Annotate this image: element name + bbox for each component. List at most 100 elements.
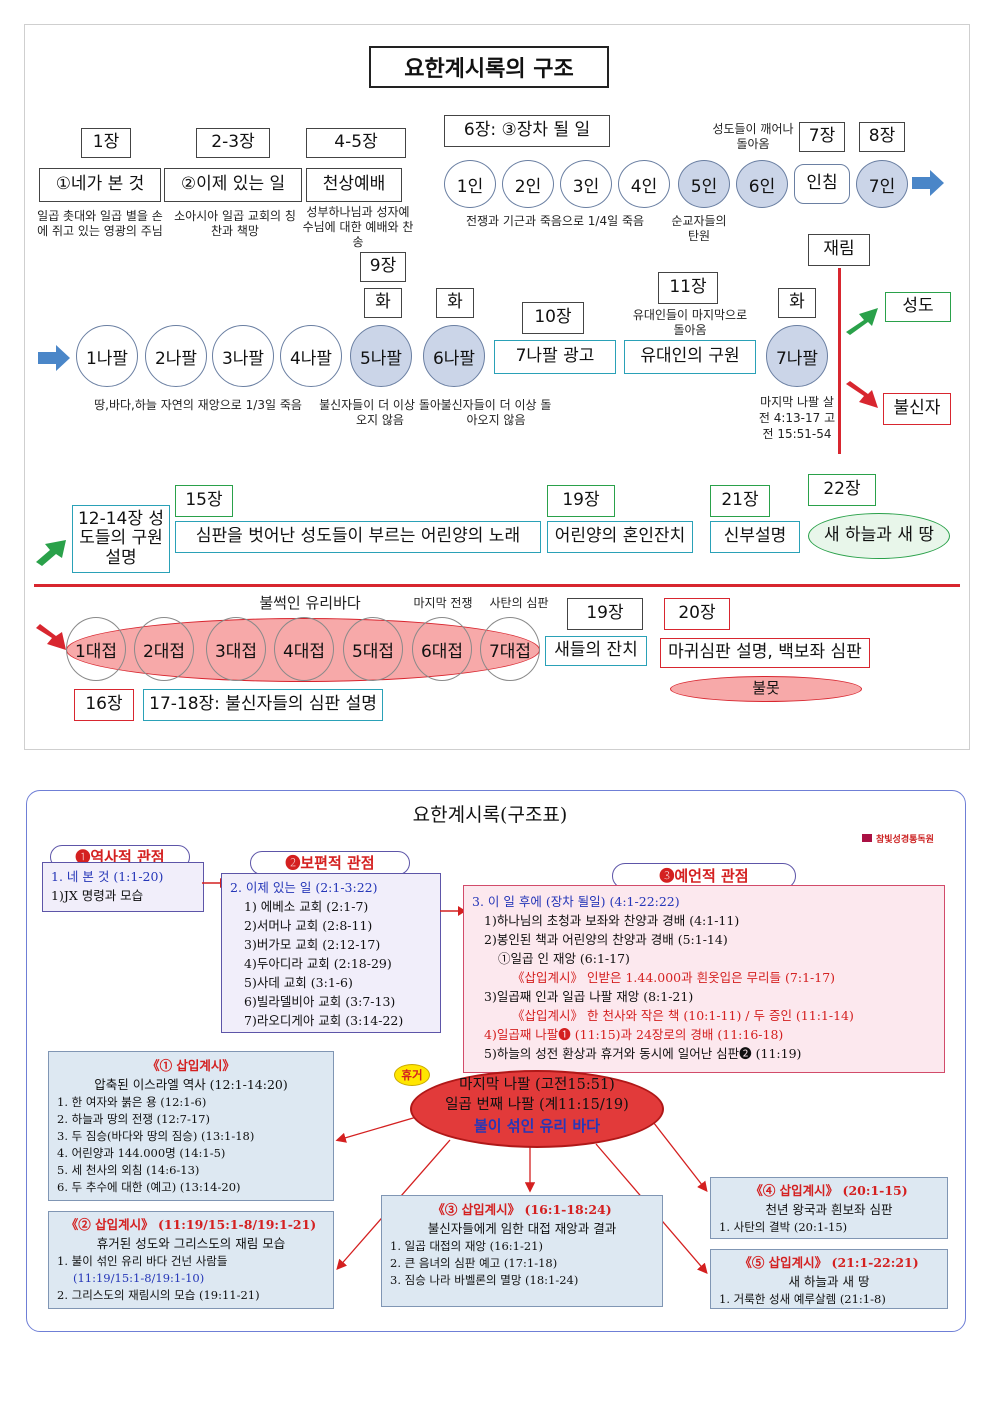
chapter-label-16: 16장 <box>74 689 134 721</box>
insert-revelation-3: 《③ 삽입계시》 (16:1-18:24) 불신자들에게 임한 대접 재앙과 결… <box>381 1195 663 1307</box>
chapter-label-19: 19장 <box>547 485 615 517</box>
box-7th-trumpet-ad: 7나팔 광고 <box>494 340 616 374</box>
box-ch12-14: 12-14장 성도들의 구원 설명 <box>72 505 170 573</box>
i3-head: 《③ 삽입계시》 (16:1-18:24) <box>432 1202 612 1217</box>
note-trumpet-5: 불신자들이 더 이상 돌아오지 않음 <box>319 398 441 427</box>
seal-5: 5인 <box>678 160 730 208</box>
saints-box: 성도 <box>885 292 951 322</box>
chapter-label-6: 6장: ③장차 될 일 <box>444 115 610 147</box>
church-7: 7)라오디게아 교회 (3:14-22) <box>244 1013 404 1028</box>
chapter-label-2-3: 2-3장 <box>196 128 270 158</box>
i1-line-4: 4. 어린양과 144.000명 (14:1-5) <box>57 1146 226 1160</box>
note-martyrs: 순교자들의 탄원 <box>671 214 727 243</box>
trumpet-1: 1나팔 <box>76 325 138 387</box>
i3-line-2: 2. 큰 음녀의 심판 예고 (17:1-18) <box>390 1256 558 1270</box>
center-line-3: 불이 섞인 유리 바다 <box>473 1117 601 1135</box>
center-line-1: 마지막 나팔 (고전15:51) <box>459 1077 615 1093</box>
seal-4: 4인 <box>618 160 670 208</box>
trumpet-7: 7나팔 <box>766 325 828 387</box>
note-last-trumpet: 마지막 나팔 살전 4:13-17 고전 15:51-54 <box>758 395 836 442</box>
i4-head: 《④ 삽입계시》 (20:1-15) <box>750 1183 908 1198</box>
box-ch17-18: 17-18장: 불신자들의 심판 설명 <box>143 689 383 721</box>
chapter-label-4-5: 4-5장 <box>306 128 406 158</box>
lake-of-fire: 불못 <box>670 676 862 702</box>
note-seals: 전쟁과 기근과 죽음으로 1/4일 죽음 <box>465 214 645 228</box>
bowl-2: 2대접 <box>134 617 194 681</box>
unbelievers-box: 불신자 <box>883 393 951 425</box>
i3-sub: 불신자들에게 임한 대접 재앙과 결과 <box>427 1221 617 1236</box>
box3-head: 3. 이 일 후에 (장차 될일) (4:1-22:22) <box>472 894 680 909</box>
structure-table-panel <box>26 790 966 1332</box>
note-nature: 땅,바다,하늘 자연의 재앙으로 1/3일 죽음 <box>94 398 302 412</box>
header-prophetic: ❸예언적 관점 <box>612 863 796 889</box>
trumpet-3: 3나팔 <box>212 325 274 387</box>
box3-line-4: 《삽입계시》 인받은 1.44.000과 흰옷입은 무리들 (7:1-17) <box>512 970 836 985</box>
woe-label-6: 화 <box>436 288 474 318</box>
center-line-2: 일곱 번째 나팔 (계11:15/19) <box>445 1097 629 1113</box>
note-ch4-5: 성부하나님과 성자예수님에 대한 예배와 찬송 <box>302 205 414 249</box>
chapter-label-21: 21장 <box>710 485 770 517</box>
note-trumpet-6: 불신자들이 더 이상 돌아오지 않음 <box>440 398 552 427</box>
i2-sub: 휴거된 성도와 그리스도의 재림 모습 <box>96 1236 286 1251</box>
box1-line-1: 1. 네 본 것 (1:1-20) <box>51 869 164 884</box>
church-5: 5)사데 교회 (3:1-6) <box>244 975 353 990</box>
page-title: 요한계시록의 구조 <box>369 46 609 88</box>
seal-2: 2인 <box>502 160 554 208</box>
blue-arrow-in-icon <box>38 345 70 371</box>
box3-line-8: 5)하늘의 성전 환상과 휴거와 동시에 일어난 심판❷ (11:19) <box>484 1046 802 1061</box>
box2-head: 2. 이제 있는 일 (2:1-3:22) <box>230 880 378 895</box>
seal-3: 3인 <box>560 160 612 208</box>
trumpet-2: 2나팔 <box>145 325 207 387</box>
structure-panel <box>24 24 970 750</box>
bowl-1: 1대접 <box>66 617 126 681</box>
insert-revelation-2: 《② 삽입계시》 (11:19/15:1-8/19:1-21) 휴거된 성도와 … <box>48 1211 334 1309</box>
sealing-box: 인침 <box>794 164 850 204</box>
bowl-3: 3대접 <box>206 617 266 681</box>
second-coming-label: 재림 <box>808 234 870 266</box>
box1-line-2: 1)JX 명령과 모습 <box>51 888 144 903</box>
i5-sub: 새 하늘과 새 땅 <box>788 1274 870 1289</box>
i3-line-1: 1. 일곱 대접의 재앙 (16:1-21) <box>390 1239 543 1253</box>
chapter-label-9: 9장 <box>360 252 406 282</box>
i2-head: 《② 삽입계시》 (11:19/15:1-8/19:1-21) <box>65 1217 317 1232</box>
box-birds-feast: 새들의 잔치 <box>545 636 647 666</box>
satan-judgment-label: 사탄의 심판 <box>489 596 549 610</box>
divider-red-line <box>34 584 960 587</box>
i1-line-5: 5. 세 천사의 외침 (14:6-13) <box>57 1163 200 1177</box>
chapter-label-10: 10장 <box>522 302 584 334</box>
note-saints-return: 성도들이 깨어나 돌아옴 <box>712 122 794 151</box>
church-2: 2)서머나 교회 (2:8-11) <box>244 918 373 933</box>
center-last-trumpet: 마지막 나팔 (고전15:51) 일곱 번째 나팔 (계11:15/19) 불이… <box>410 1070 664 1148</box>
second-coming-line <box>838 268 841 454</box>
chapter-label-19b: 19장 <box>567 598 643 630</box>
box3-line-2: 2)봉인된 책과 어린양의 찬양과 경배 (5:1-14) <box>484 932 728 947</box>
box-devil-judgment: 마귀심판 설명, 백보좌 심판 <box>660 638 870 668</box>
church-4: 4)두아디라 교회 (2:18-29) <box>244 956 392 971</box>
i2-line-3: 2. 그리스도의 재림시의 모습 (19:11-21) <box>57 1288 260 1302</box>
chapter-label-7: 7장 <box>799 122 845 152</box>
chapter-label-1: 1장 <box>81 128 131 158</box>
trumpet-5: 5나팔 <box>350 325 412 387</box>
box3-line-6: 《삽입계시》 한 천사와 작은 책 (10:1-11) / 두 증인 (11:1… <box>512 1008 854 1023</box>
box-what-you-saw: ①네가 본 것 <box>39 168 161 202</box>
note-ch1: 일곱 촛대와 일곱 별을 손에 쥐고 있는 영광의 주님 <box>37 209 163 238</box>
header-universal: ❷보편적 관점 <box>250 851 410 875</box>
box-bride: 신부설명 <box>710 521 800 553</box>
blue-arrow-icon <box>912 170 944 196</box>
bowl-4: 4대접 <box>274 617 334 681</box>
box-after-this: 3. 이 일 후에 (장차 될일) (4:1-22:22) 1)하나님의 초청과… <box>463 885 945 1073</box>
bowl-5: 5대접 <box>343 617 403 681</box>
note-jews-return: 유대인들이 마지막으로 돌아옴 <box>632 308 748 337</box>
i2-line-1: 1. 불이 섞인 유리 바다 건넌 사람들 <box>57 1254 228 1268</box>
seal-7: 7인 <box>856 160 908 208</box>
rapture-badge: 휴거 <box>394 1064 430 1086</box>
i4-line-1: 1. 사탄의 결박 (20:1-15) <box>719 1220 848 1234</box>
box-what-is-now-table: 2. 이제 있는 일 (2:1-3:22) 1) 에베소 교회 (2:1-7) … <box>221 873 441 1033</box>
i5-line-1: 1. 거룩한 성새 예루살렘 (21:1-8) <box>719 1292 886 1306</box>
table-title: 요한계시록(구조표) <box>412 804 568 826</box>
trumpet-6: 6나팔 <box>423 325 485 387</box>
seal-6: 6인 <box>736 160 788 208</box>
insert-revelation-5: 《⑤ 삽입계시》 (21:1-22:21) 새 하늘과 새 땅 1. 거룩한 성… <box>710 1249 948 1309</box>
box-song-of-lamb: 심판을 벗어난 성도들이 부르는 어린양의 노래 <box>175 521 541 553</box>
woe-label-5: 화 <box>364 288 402 318</box>
